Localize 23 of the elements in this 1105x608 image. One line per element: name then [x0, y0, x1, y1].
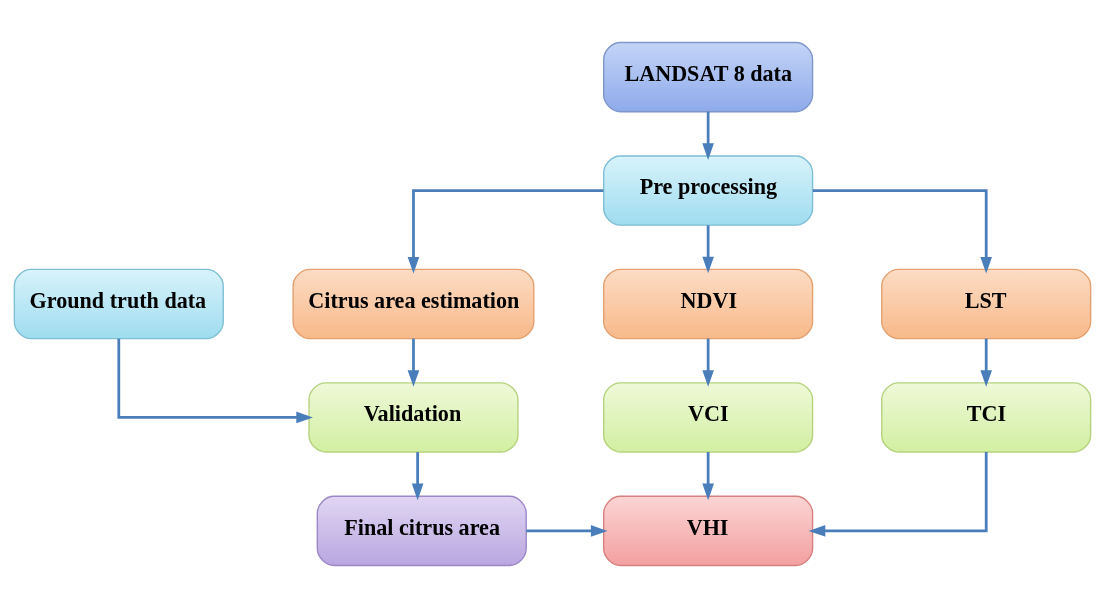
- arrow: [702, 338, 714, 387]
- node-box: NDVI: [603, 268, 814, 340]
- node-box: Citrus area estimation: [292, 268, 535, 340]
- node-box: LST: [881, 268, 1092, 340]
- arrow: [411, 452, 424, 501]
- node-box: Ground truth data: [13, 268, 224, 340]
- node-box: TCI: [881, 382, 1092, 453]
- arrow: [407, 338, 420, 387]
- arrow: [812, 189, 993, 274]
- arrow: [702, 452, 714, 501]
- arrow: [407, 189, 604, 274]
- node-box: Final citrus area: [316, 495, 527, 567]
- arrow: [526, 525, 608, 537]
- node-box: VHI: [603, 495, 814, 567]
- node-box: VCI: [603, 382, 814, 453]
- arrow: [808, 452, 988, 537]
- arrow: [702, 225, 714, 274]
- node-box: Pre processing: [603, 155, 814, 226]
- arrow: [980, 338, 993, 387]
- node-box: Validation: [308, 382, 519, 453]
- arrow: [702, 111, 714, 160]
- node-box: LANDSAT 8 data: [603, 41, 814, 113]
- arrow: [117, 338, 313, 424]
